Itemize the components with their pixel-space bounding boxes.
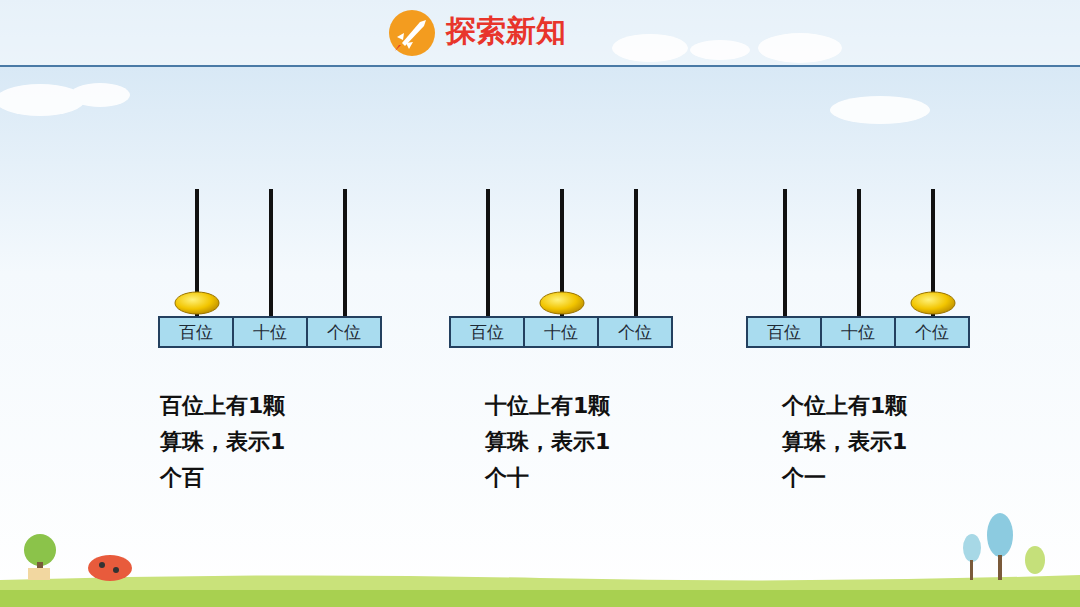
place-name: 百位	[470, 321, 504, 344]
place-value-cell: 百位	[449, 316, 525, 348]
abacus-rod	[486, 189, 490, 318]
ground	[0, 513, 1080, 607]
place-name: 个位	[915, 321, 949, 344]
caption-text: 百位上有1颗 算珠，表示1 个百	[160, 388, 310, 496]
place-name: 个位	[618, 321, 652, 344]
abacus-bead	[911, 292, 955, 314]
place-value-cell: 百位	[746, 316, 822, 348]
place-value-cell: 个位	[894, 316, 970, 348]
abacus-bead	[175, 292, 219, 314]
abacus-rods	[175, 189, 955, 318]
place-value-cell: 个位	[597, 316, 673, 348]
place-name: 十位	[544, 321, 578, 344]
caption-text: 十位上有1颗 算珠，表示1 个十	[485, 388, 635, 496]
header-band	[0, 0, 1080, 66]
place-value-cell: 十位	[232, 316, 308, 348]
place-name: 百位	[767, 321, 801, 344]
abacus-rod	[269, 189, 273, 318]
slide-title: 探索新知	[446, 11, 566, 52]
place-value-cell: 十位	[820, 316, 896, 348]
abacus-rod	[343, 189, 347, 318]
place-name: 十位	[253, 321, 287, 344]
place-value-cell: 百位	[158, 316, 234, 348]
place-name: 百位	[179, 321, 213, 344]
abacus-rod	[857, 189, 861, 318]
abacus-bead	[540, 292, 584, 314]
abacus-rod	[783, 189, 787, 318]
rocket-icon	[389, 10, 435, 56]
header-rule	[0, 65, 1080, 67]
place-name: 十位	[841, 321, 875, 344]
abacus-rod	[634, 189, 638, 318]
place-value-cell: 个位	[306, 316, 382, 348]
caption-text: 个位上有1颗 算珠，表示1 个一	[782, 388, 932, 496]
place-name: 个位	[327, 321, 361, 344]
place-value-cell: 十位	[523, 316, 599, 348]
